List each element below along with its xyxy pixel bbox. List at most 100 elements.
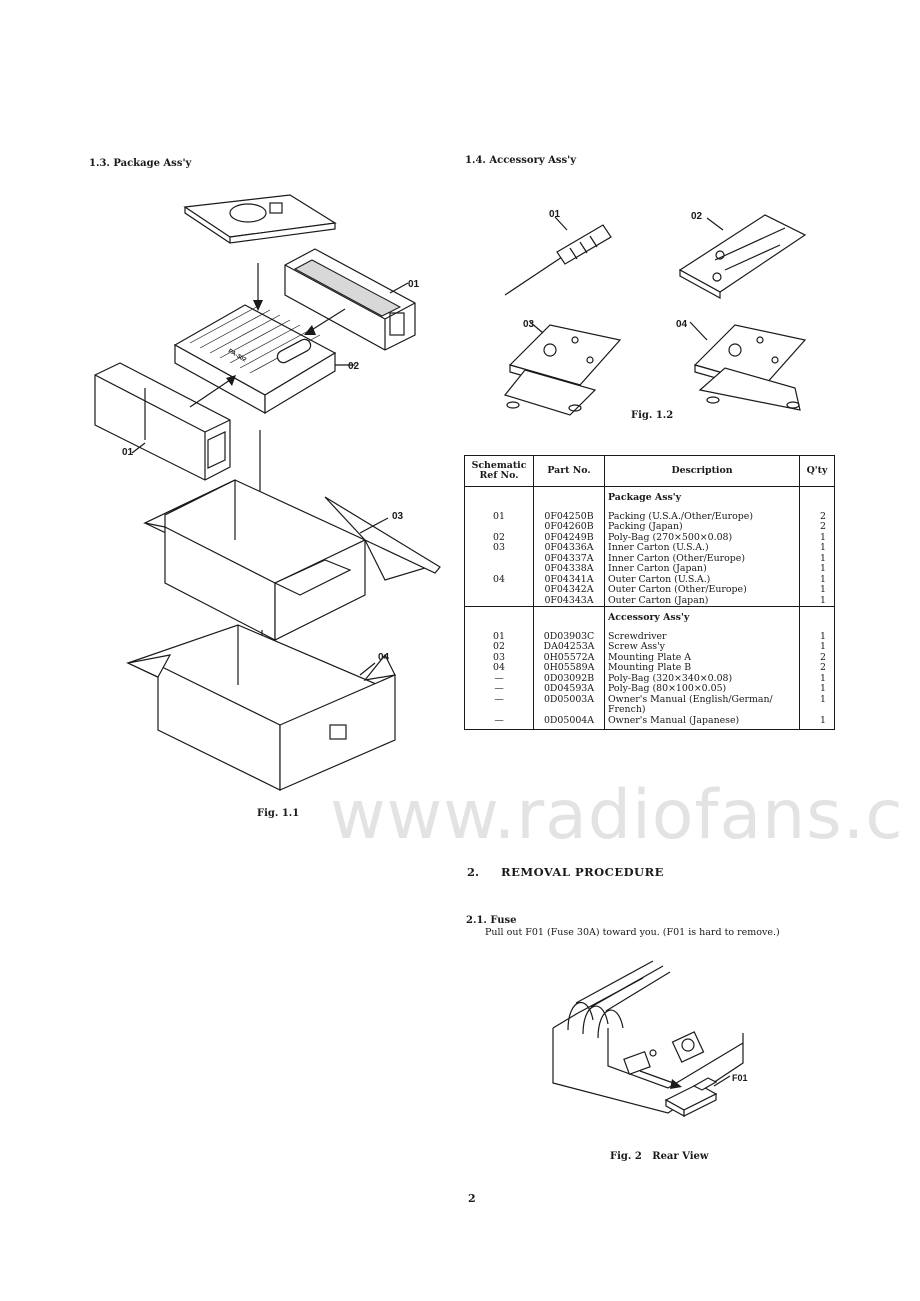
ref-cell: 02	[493, 641, 505, 652]
part-no-cell: 0F04260B	[533, 521, 605, 533]
acc-callout-02: 02	[691, 211, 703, 222]
qty-cell: 2	[799, 652, 835, 663]
description-cell: Mounting Plate B	[604, 662, 800, 674]
part-no-cell: 0F04336A	[533, 542, 605, 554]
ref-cell	[465, 554, 534, 565]
part-no-cell: 0D03092B	[533, 673, 605, 684]
callout-02: 02	[348, 361, 360, 372]
fuse-heading: 2.1. Fuse	[466, 915, 517, 926]
qty-cell: 1	[799, 641, 835, 653]
part-no-cell: 0D04593A	[533, 683, 605, 695]
ref-cell: 03	[493, 651, 505, 663]
ref-cell	[465, 596, 534, 607]
rear-view-figure	[552, 960, 744, 1118]
ref-cell: 01	[493, 630, 505, 642]
ref-cell	[465, 585, 534, 596]
removal-heading-text: REMOVAL PROCEDURE	[501, 865, 664, 879]
acc-callout-01: 01	[549, 209, 561, 220]
description-cell: Inner Carton (Other/Europe)	[604, 553, 800, 564]
callout-01-left: 01	[122, 447, 134, 458]
part-no-cell: 0H05572A	[533, 652, 605, 663]
description-cell: Inner Carton (U.S.A.)	[604, 542, 800, 554]
parts-table: Schematic Ref No. Part No. Description Q…	[464, 455, 835, 730]
part-no-cell: 0D03903C	[533, 631, 605, 642]
description-cell: Mounting Plate A	[604, 652, 800, 663]
table-group-row: Accessory Ass'y	[464, 606, 835, 632]
qty-cell: 1	[799, 673, 835, 684]
accessory-assy-heading: 1.4. Accessory Ass'y	[465, 155, 577, 166]
package-exploded-figure	[94, 194, 441, 791]
ref-cell: 03	[493, 542, 505, 553]
watermark: www.radiofans.c	[330, 776, 904, 855]
description-cell: Poly-Bag (80×100×0.05)	[604, 683, 800, 695]
part-no-cell: 0F04341A	[533, 574, 605, 585]
callout-01-right: 01	[408, 279, 420, 290]
description-cell: Inner Carton (Japan)	[604, 563, 800, 575]
packing-piece-right	[284, 248, 416, 351]
description-cell: Screw Ass'y	[604, 641, 800, 653]
fuse-instruction: Pull out F01 (Fuse 30A) toward you. (F01…	[485, 927, 780, 938]
description-cell: Poly-Bag (320×340×0.08)	[604, 673, 800, 684]
table-cell-empty	[533, 606, 605, 632]
part-no-cell: 0F04338A	[533, 563, 605, 575]
qty-cell: 1	[799, 631, 835, 642]
amplifier-rear-illustration	[552, 960, 744, 1114]
table-cell-empty	[533, 486, 605, 512]
page-number: 2	[468, 1192, 476, 1205]
screwdriver-illustration	[504, 224, 612, 296]
description-cell: Outer Carton (Other/Europe)	[604, 584, 800, 596]
package-assy-heading: 1.3. Package Ass'y	[89, 158, 192, 169]
screw-assy-illustration	[678, 214, 807, 300]
qty-cell: 1	[799, 553, 835, 564]
ref-cell: 04	[493, 662, 505, 673]
ref-cell: —	[494, 672, 504, 684]
group-title: Accessory Ass'y	[604, 606, 800, 632]
table-cell-empty	[799, 486, 835, 512]
col-header-qty: Q'ty	[799, 455, 835, 487]
ref-cell: —	[494, 693, 504, 705]
description-cell: Outer Carton (U.S.A.)	[604, 574, 800, 585]
removal-heading-number: 2.	[467, 865, 480, 879]
col-header-ref: Schematic Ref No.	[464, 455, 534, 487]
description-cell: Packing (U.S.A./Other/Europe)	[604, 511, 800, 522]
part-no-cell: 0F04342A	[533, 584, 605, 596]
part-no-cell: 0F04343A	[533, 595, 605, 607]
ref-cell: —	[494, 683, 504, 694]
ref-cell: 02	[493, 531, 505, 543]
acc-callout-03: 03	[523, 319, 535, 330]
table-cell-empty	[464, 606, 534, 632]
table-cell-empty	[799, 606, 835, 632]
fig-1-1-caption: Fig. 1.1	[257, 808, 300, 819]
qty-cell: 2	[799, 662, 835, 674]
description-cell: Packing (Japan)	[604, 521, 800, 533]
description-cell: Owner's Manual (English/German/ French)	[604, 694, 800, 716]
qty-cell: 2	[799, 511, 835, 522]
part-no-cell: DA04253A	[533, 641, 605, 653]
part-no-cell: 0F04249B	[533, 532, 605, 543]
fuse-callout: F01	[732, 1073, 748, 1083]
qty-cell: 1	[799, 542, 835, 554]
description-cell: Screwdriver	[604, 631, 800, 642]
fig-1-2-caption: Fig. 1.2	[631, 410, 674, 421]
fig-2-caption: Fig. 2 Rear View	[610, 1151, 709, 1162]
qty-cell: 1	[799, 584, 835, 596]
table-header-row: Schematic Ref No. Part No. Description Q…	[464, 455, 835, 487]
manual-sheet-illustration	[183, 194, 337, 244]
qty-cell: 1	[799, 563, 835, 575]
acc-callout-04: 04	[676, 319, 688, 330]
removal-heading: 2. REMOVAL PROCEDURE	[467, 865, 664, 879]
description-cell: Outer Carton (Japan)	[604, 595, 800, 607]
description-cell: Poly-Bag (270×500×0.08)	[604, 532, 800, 543]
